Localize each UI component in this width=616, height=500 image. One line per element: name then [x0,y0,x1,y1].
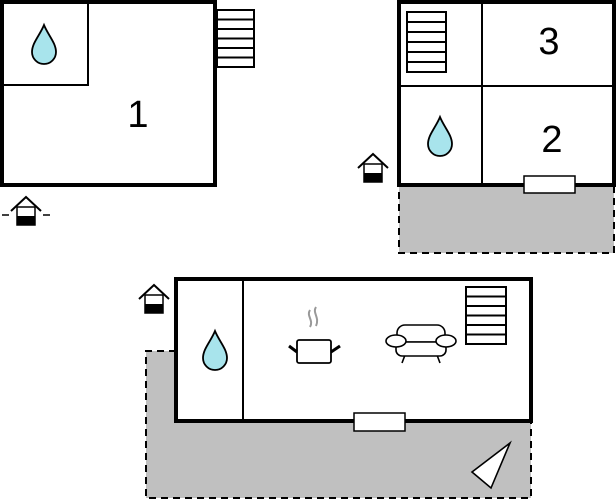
window [353,412,406,432]
building-2: 3 2 [357,0,616,254]
terrace [398,184,615,254]
entrance-icon [357,153,389,183]
entrance-icon [2,196,50,226]
kitchen-pot-icon [288,306,341,364]
building-2-walls [397,0,616,187]
room-label-1: 1 [127,94,148,136]
building-1: 1 [0,0,255,226]
water-drop-icon [202,330,228,371]
stairs-icon [465,286,507,345]
room-label-3: 3 [538,21,559,63]
building-1-walls [0,0,217,187]
sofa-icon [385,324,457,364]
entrance-icon [138,284,170,314]
building-3-walls [174,277,533,423]
bathroom-wall [2,2,89,86]
stairs-icon [216,9,255,68]
stairs-icon [406,11,447,73]
building-3 [138,277,533,499]
north-arrow-icon [470,440,512,490]
water-drop-icon [31,24,57,65]
room-label-2: 2 [541,119,562,161]
window [523,175,576,194]
water-drop-icon [427,116,453,157]
terrace [145,350,532,499]
